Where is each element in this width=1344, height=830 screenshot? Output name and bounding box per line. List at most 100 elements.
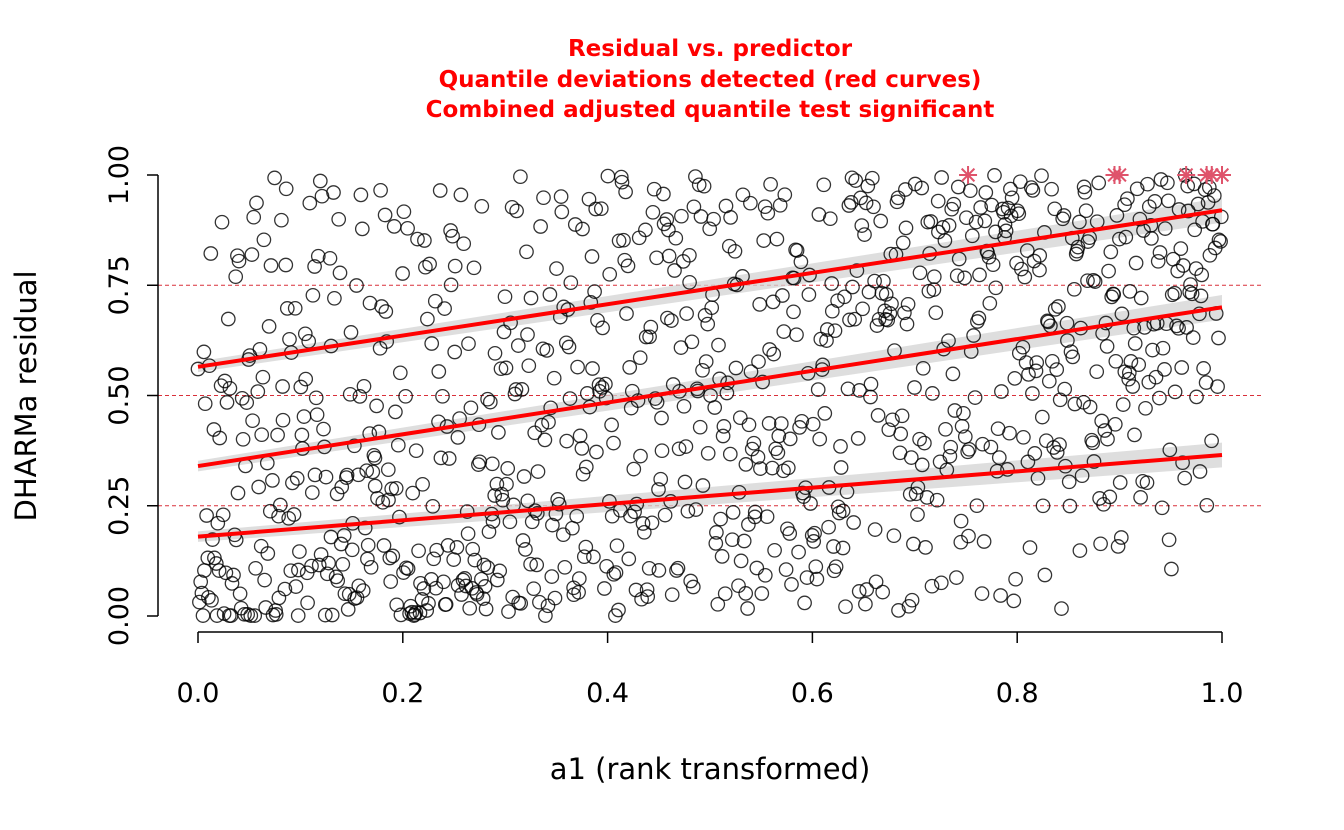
data-point [419,603,435,618]
data-point [1072,214,1087,230]
data-point [1157,362,1172,377]
data-point [514,382,530,397]
data-point [220,311,236,327]
data-point [278,181,294,197]
data-point [556,299,572,315]
data-point [692,419,708,435]
data-point [767,542,782,558]
data-point [355,583,371,598]
data-point [288,579,304,594]
data-point [590,312,605,328]
data-point [1078,203,1094,219]
data-point [757,567,773,583]
data-point [317,607,333,623]
data-point [489,572,505,588]
data-point [1154,500,1170,516]
data-point [196,344,212,360]
data-point [571,571,587,586]
data-point [616,232,631,248]
data-point [1121,371,1137,387]
data-point [265,473,280,488]
data-point [667,263,682,278]
data-point [1025,183,1041,198]
data-point [427,293,443,309]
data-point [312,173,328,189]
data-point [1157,221,1173,236]
data-point [340,602,356,617]
data-point [532,594,547,610]
data-point [897,305,912,321]
x-axis-title: a1 (rank transformed) [550,752,871,786]
data-point [199,508,214,523]
data-point [271,508,286,524]
data-point [1183,277,1198,292]
data-point [875,584,891,600]
data-point [294,427,310,443]
data-point [497,289,513,305]
data-point [904,592,920,608]
data-point [805,416,821,432]
data-point [621,551,637,567]
data-point [803,496,818,511]
data-point [1204,433,1219,449]
data-point [305,287,321,303]
data-point [1099,339,1115,354]
data-point [373,182,388,198]
data-point [864,170,880,186]
data-point [1211,330,1226,346]
data-point [719,385,735,401]
data-point [279,301,295,316]
data-point [789,243,805,258]
data-point [608,565,624,580]
data-point [1161,193,1176,209]
data-point [1056,208,1072,223]
data-point [1201,179,1217,195]
data-point [365,464,381,480]
data-point [698,354,714,369]
data-point [546,370,562,386]
data-point [1148,369,1164,385]
data-point [669,563,684,578]
data-point [243,608,259,623]
quantile-line-0.75 [197,208,1223,369]
data-point [1052,437,1067,452]
data-point [810,382,826,397]
data-point [941,333,956,349]
data-point [1047,301,1063,317]
data-point [1113,530,1129,545]
data-point [880,312,896,328]
data-point [769,231,785,247]
data-point [1175,258,1191,273]
x-tick-label: 0.2 [381,678,424,709]
data-point [819,333,834,348]
data-point [982,295,998,311]
data-point [211,563,227,578]
data-point [459,504,475,519]
data-point [968,214,984,230]
data-point [867,522,883,537]
data-point [867,273,882,289]
data-point [799,570,815,585]
data-point [960,444,976,460]
data-point [613,169,629,185]
data-point [724,532,740,548]
data-point [257,572,272,588]
data-point [1171,320,1186,336]
data-point [961,441,977,457]
data-point [462,600,478,616]
data-point [217,373,233,389]
data-point [784,577,799,592]
data-point [1133,490,1148,505]
data-point [244,247,260,262]
data-point [914,457,930,473]
data-point [441,451,457,466]
data-point [676,398,692,414]
data-point [487,488,503,503]
data-point [349,278,364,293]
outlier-star [1110,166,1129,184]
data-point [311,557,327,573]
data-point [1021,367,1036,382]
data-point [591,377,607,393]
title-line-2: Quantile deviations detected (red curves… [439,67,982,93]
data-point [957,270,972,286]
